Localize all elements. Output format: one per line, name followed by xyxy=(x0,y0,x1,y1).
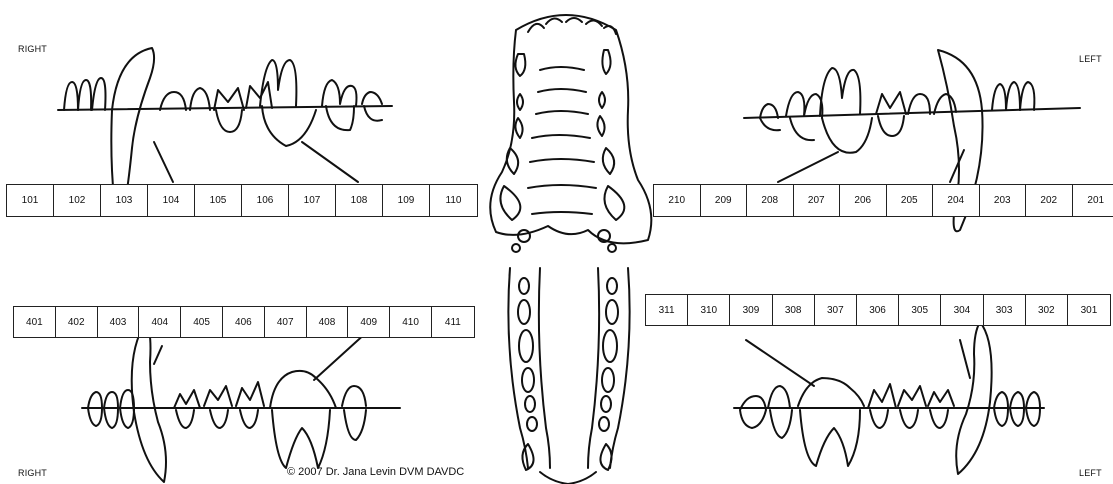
tooth-number-cell: 410 xyxy=(390,307,432,337)
tooth-number-cell: 110 xyxy=(430,185,477,216)
tooth-number-cell: 209 xyxy=(701,185,748,216)
copyright-notice: © 2007 Dr. Jana Levin DVM DAVDC xyxy=(287,466,464,478)
tooth-number-cell: 402 xyxy=(56,307,98,337)
tooth-number-cell: 210 xyxy=(654,185,701,216)
tooth-number-cell: 311 xyxy=(646,295,688,325)
tooth-number-cell: 202 xyxy=(1026,185,1073,216)
tooth-number-cell: 102 xyxy=(54,185,101,216)
tooth-number-cell: 407 xyxy=(265,307,307,337)
tooth-number-cell: 207 xyxy=(794,185,841,216)
tooth-number-cell: 307 xyxy=(815,295,857,325)
lower-left-label: LEFT xyxy=(1079,468,1102,478)
tooth-number-cell: 104 xyxy=(148,185,195,216)
tooth-number-cell: 105 xyxy=(195,185,242,216)
tooth-number-cell: 303 xyxy=(984,295,1026,325)
lower-left-teeth xyxy=(734,322,1044,474)
tooth-number-cell: 107 xyxy=(289,185,336,216)
tooth-number-cell: 301 xyxy=(1068,295,1110,325)
tooth-number-cell: 404 xyxy=(139,307,181,337)
tooth-number-cell: 201 xyxy=(1073,185,1113,216)
mandible-occlusal-view xyxy=(508,268,629,484)
tooth-number-cell: 101 xyxy=(7,185,54,216)
upper-right-label: RIGHT xyxy=(18,44,47,54)
tooth-number-cell: 106 xyxy=(242,185,289,216)
maxilla-occlusal-view xyxy=(490,15,651,252)
tooth-number-cell: 205 xyxy=(887,185,934,216)
tooth-number-cell: 109 xyxy=(383,185,430,216)
tooth-number-cell: 308 xyxy=(773,295,815,325)
tooth-number-cell: 306 xyxy=(857,295,899,325)
tooth-number-cell: 203 xyxy=(980,185,1027,216)
upper-left-label: LEFT xyxy=(1079,54,1102,64)
tooth-number-cell: 103 xyxy=(101,185,148,216)
tooth-number-cell: 108 xyxy=(336,185,383,216)
tooth-number-cell: 204 xyxy=(933,185,980,216)
tooth-number-cell: 401 xyxy=(14,307,56,337)
tooth-number-cell: 403 xyxy=(98,307,140,337)
tooth-number-cell: 206 xyxy=(840,185,887,216)
tooth-number-cell: 405 xyxy=(181,307,223,337)
tooth-number-cell: 411 xyxy=(432,307,474,337)
tooth-number-cell: 409 xyxy=(348,307,390,337)
tooth-number-cell: 208 xyxy=(747,185,794,216)
tooth-number-cell: 302 xyxy=(1026,295,1068,325)
tooth-number-cell: 304 xyxy=(941,295,983,325)
tooth-number-cell: 310 xyxy=(688,295,730,325)
lower-right-teeth xyxy=(82,322,400,482)
lower-right-label: RIGHT xyxy=(18,468,47,478)
tooth-number-cell: 408 xyxy=(307,307,349,337)
tooth-number-cell: 309 xyxy=(730,295,772,325)
tooth-number-cell: 305 xyxy=(899,295,941,325)
tooth-number-cell: 406 xyxy=(223,307,265,337)
